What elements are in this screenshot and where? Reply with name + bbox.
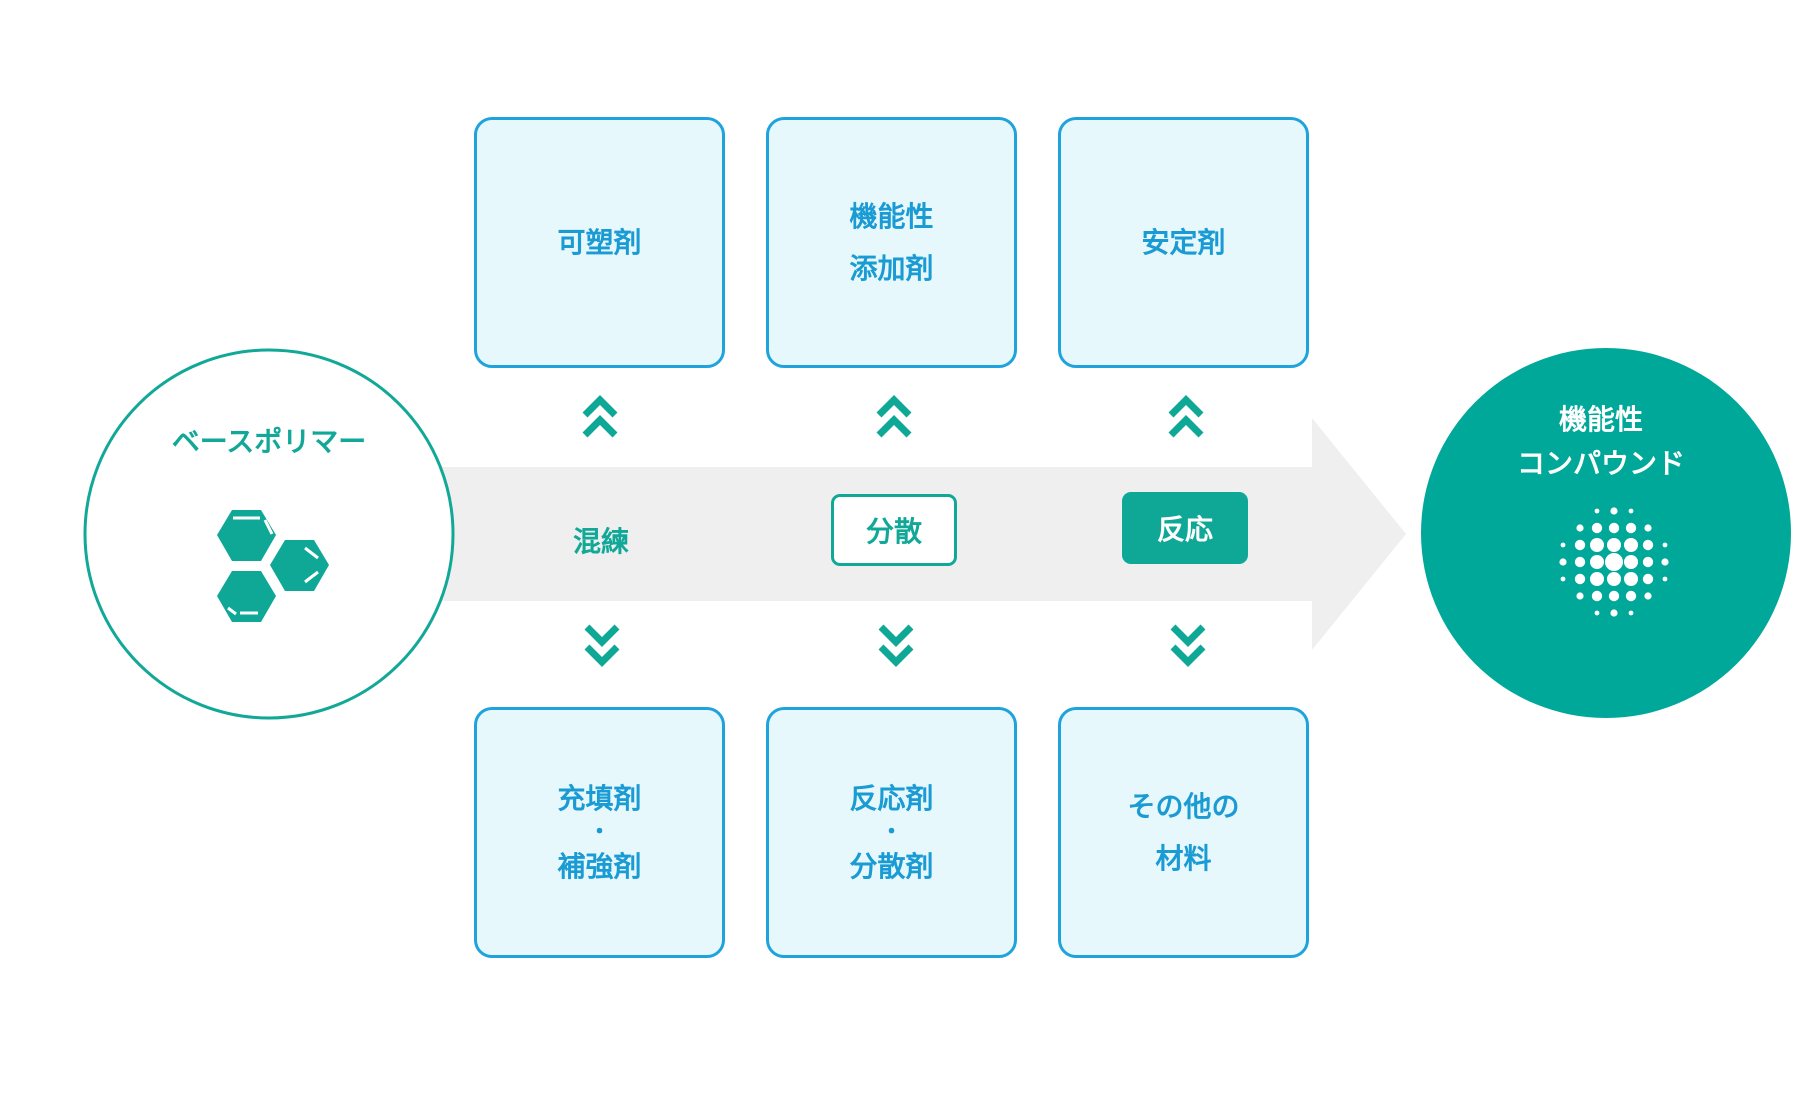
bottom-box-separator: ・ (588, 819, 611, 845)
dot-burst-dot (1574, 539, 1586, 551)
dot-burst-dot (1590, 572, 1604, 586)
dot-burst-dot (1607, 538, 1621, 552)
dot-burst-dot (1591, 522, 1603, 534)
result-label-line2: コンパウンド (1516, 447, 1685, 480)
bottom-box-filler-reinforcer: 充填剤 ・ 補強剤 (474, 707, 725, 958)
result-label: 機能性 コンパウンド (1418, 398, 1784, 486)
dot-burst-dot (1590, 555, 1604, 569)
process-kneading-label: 混練 (572, 525, 629, 558)
bottom-box-other-materials: その他の 材料 (1058, 707, 1309, 958)
dot-burst-dot (1624, 538, 1638, 552)
dot-burst-dot (1610, 507, 1618, 515)
dot-burst-dot (1625, 590, 1637, 602)
dot-burst-dot (1605, 553, 1623, 571)
chevron-up-icon (582, 395, 618, 438)
top-box-line1: 安定剤 (1141, 225, 1226, 259)
dot-burst-dot (1574, 556, 1586, 568)
dot-burst-dot (1594, 508, 1600, 514)
dot-burst-dot (1628, 610, 1634, 616)
dot-burst-dot (1576, 524, 1584, 532)
result-label-line1: 機能性 (1558, 403, 1643, 436)
dot-burst-dot (1661, 558, 1669, 566)
process-dispersion-badge: 分散 (831, 494, 957, 566)
bottom-box-reactant-dispersant: 反応剤 ・ 分散剤 (766, 707, 1017, 958)
dot-burst-dot (1624, 555, 1638, 569)
bottom-box-line2: 補強剤 (557, 849, 642, 883)
dot-burst-dot (1560, 542, 1566, 548)
dot-burst-dot (1628, 508, 1634, 514)
dot-burst-dot (1559, 558, 1567, 566)
chevron-down-icon (1170, 624, 1206, 667)
dot-burst-dot (1574, 573, 1586, 585)
top-box-plasticizer: 可塑剤 (474, 117, 725, 368)
bottom-box-line1: その他の (1127, 789, 1240, 823)
dot-burst-dot (1662, 542, 1668, 548)
bottom-box-line2: 分散剤 (849, 849, 934, 883)
chevron-down-icon (878, 624, 914, 667)
top-box-line2: 添加剤 (849, 251, 934, 285)
process-reaction-badge: 反応 (1122, 492, 1248, 564)
dot-burst-dot (1607, 572, 1621, 586)
dot-burst-dot (1608, 590, 1620, 602)
top-box-line1: 可塑剤 (557, 225, 642, 259)
base-polymer-label: ベースポリマー (171, 425, 367, 458)
dot-burst-dot (1644, 524, 1652, 532)
chevron-up-icon (876, 395, 912, 438)
dot-burst-dot (1576, 592, 1584, 600)
bottom-box-line2: 材料 (1155, 841, 1212, 875)
dot-burst-dot (1625, 522, 1637, 534)
dot-burst-dot (1642, 573, 1654, 585)
dot-burst-dot (1610, 609, 1618, 617)
top-box-functional-additive: 機能性 添加剤 (766, 117, 1017, 368)
dot-burst-dot (1624, 572, 1638, 586)
dot-burst-dot (1590, 538, 1604, 552)
chevron-up-icon (1168, 395, 1204, 438)
dot-burst-dot (1591, 590, 1603, 602)
dot-burst-dot (1644, 592, 1652, 600)
bottom-box-line1: 反応剤 (849, 781, 934, 815)
dot-burst-dot (1560, 576, 1566, 582)
dot-burst-dot (1608, 522, 1620, 534)
dot-burst-dot (1594, 610, 1600, 616)
dot-burst-dot (1642, 556, 1654, 568)
dot-burst-dot (1642, 539, 1654, 551)
bottom-box-line1: 充填剤 (557, 781, 642, 815)
bottom-box-separator: ・ (880, 819, 903, 845)
chevron-down-icon (584, 624, 620, 667)
dot-burst-dot (1662, 576, 1668, 582)
top-box-line1: 機能性 (849, 199, 934, 233)
top-box-stabilizer: 安定剤 (1058, 117, 1309, 368)
